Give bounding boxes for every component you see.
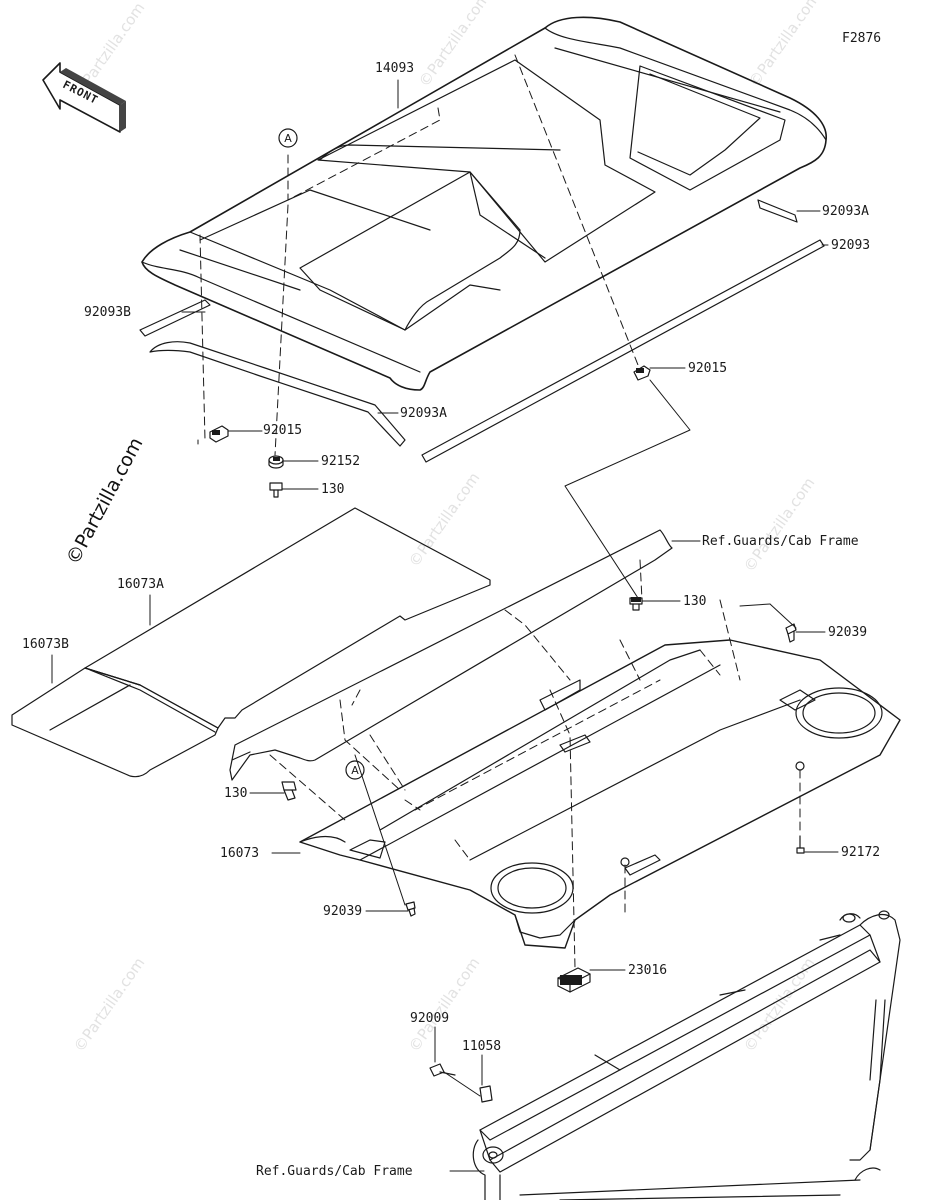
front-arrow-icon [42, 62, 126, 133]
part-label-92039-right: 92039 [828, 625, 868, 640]
mounting-bracket-plate [229, 529, 673, 781]
part-label-92093: 92093 [831, 238, 871, 253]
part-label-ref-guards-bottom: Ref.Guards/Cab Frame [256, 1164, 413, 1179]
part-label-130-top: 130 [321, 482, 345, 497]
roof-panel [141, 16, 827, 391]
part-fill-details [212, 368, 644, 985]
part-label-23016: 23016 [628, 963, 668, 978]
inner-headliner-16073 [299, 639, 901, 949]
figure-code: F2876 [842, 31, 882, 46]
part-label-92015-right: 92015 [688, 361, 728, 376]
callout-a-top-icon [278, 128, 298, 148]
seal-strip-92093 [421, 239, 825, 463]
bolt-92009 [429, 1063, 456, 1077]
clamp-11058 [479, 1085, 493, 1103]
callout-a-bottom-label: A [351, 764, 359, 777]
part-label-16073A: 16073A [117, 577, 164, 592]
cab-frame [472, 910, 901, 1200]
part-label-92093A-bottom: 92093A [400, 406, 447, 421]
callout-a-bottom-icon [345, 760, 365, 780]
part-label-130-left: 130 [224, 786, 248, 801]
part-label-11058: 11058 [462, 1039, 502, 1054]
clip-92015-right [633, 365, 651, 381]
part-label-92093A-top: 92093A [822, 204, 869, 219]
headliner-16073A [84, 507, 491, 729]
part-label-92009: 92009 [410, 1011, 450, 1026]
part-label-92093B: 92093B [84, 305, 131, 320]
seal-strip-92093A-bottom [149, 341, 406, 447]
alignment-lines-middle [269, 559, 801, 969]
screw-92039-left [405, 901, 416, 917]
leader-lines-bottom [434, 1026, 485, 1172]
headliner-16073B [11, 667, 219, 778]
clip-92015-left [209, 425, 229, 443]
part-label-ref-guards-top: Ref.Guards/Cab Frame [702, 534, 859, 549]
rivet-92172 [796, 835, 805, 854]
part-label-14093: 14093 [375, 61, 415, 76]
bolt-130-top [269, 482, 283, 498]
seal-strip-92093B [139, 299, 211, 337]
part-label-16073B: 16073B [22, 637, 69, 652]
leader-lines-top [181, 79, 829, 599]
nut-92152 [268, 455, 284, 469]
part-label-16073: 16073 [220, 846, 260, 861]
part-label-92152: 92152 [321, 454, 361, 469]
part-label-92172: 92172 [841, 845, 881, 860]
alignment-lines-top [199, 54, 641, 456]
screw-92039-right [785, 623, 797, 643]
callout-a-top-label: A [284, 132, 292, 145]
part-label-92015-left: 92015 [263, 423, 303, 438]
bolt-130-left [281, 781, 297, 801]
part-label-130-mid: 130 [683, 594, 707, 609]
part-label-92039-left: 92039 [323, 904, 363, 919]
seal-strip-92093A-top [757, 199, 798, 223]
leader-lines-middle [51, 540, 839, 971]
